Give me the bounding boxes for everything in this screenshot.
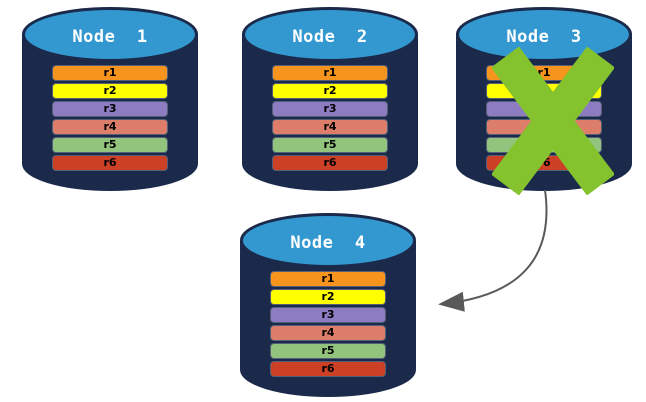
node-3-cylinder-top: Node 3 (459, 10, 629, 59)
node-3-title: Node 3 (506, 27, 582, 47)
record-bar-r3: r3 (273, 102, 387, 116)
node-3-records: r1 r2 r3 r4 r5 r6 (487, 66, 601, 174)
node-4-cylinder-top: Node 4 (243, 216, 413, 265)
record-bar-r4: r4 (53, 120, 167, 134)
record-bar-r2: r2 (53, 84, 167, 98)
record-bar-r2: r2 (487, 84, 601, 98)
node-2-records: r1 r2 r3 r4 r5 r6 (273, 66, 387, 174)
node-4-title: Node 4 (290, 233, 366, 253)
record-bar-r2: r2 (271, 290, 385, 304)
node-2-title: Node 2 (292, 27, 368, 47)
record-bar-r5: r5 (487, 138, 601, 152)
record-bar-r1: r1 (53, 66, 167, 80)
record-bar-r5: r5 (271, 344, 385, 358)
record-bar-r4: r4 (487, 120, 601, 134)
record-bar-r5: r5 (53, 138, 167, 152)
record-bar-r6: r6 (53, 156, 167, 170)
record-bar-r6: r6 (487, 156, 601, 170)
record-bar-r1: r1 (271, 272, 385, 286)
node-1-records: r1 r2 r3 r4 r5 r6 (53, 66, 167, 174)
node-1-cylinder: Node 1 r1 r2 r3 r4 r5 r6 (22, 7, 198, 191)
record-bar-r4: r4 (271, 326, 385, 340)
failover-arrow (438, 189, 548, 312)
record-bar-r3: r3 (487, 102, 601, 116)
node-4-cylinder: Node 4 r1 r2 r3 r4 r5 r6 (240, 213, 416, 397)
node-1-title: Node 1 (72, 27, 148, 47)
record-bar-r3: r3 (53, 102, 167, 116)
record-bar-r5: r5 (273, 138, 387, 152)
node-2-cylinder-top: Node 2 (245, 10, 415, 59)
record-bar-r1: r1 (273, 66, 387, 80)
record-bar-r6: r6 (271, 362, 385, 376)
record-bar-r6: r6 (273, 156, 387, 170)
record-bar-r1: r1 (487, 66, 601, 80)
node-4-records: r1 r2 r3 r4 r5 r6 (271, 272, 385, 380)
node-3-cylinder: Node 3 r1 r2 r3 r4 r5 r6 (456, 7, 632, 195)
record-bar-r3: r3 (271, 308, 385, 322)
node-2-cylinder: Node 2 r1 r2 r3 r4 r5 r6 (242, 7, 418, 191)
record-bar-r4: r4 (273, 120, 387, 134)
node-1-cylinder-top: Node 1 (25, 10, 195, 59)
record-bar-r2: r2 (273, 84, 387, 98)
